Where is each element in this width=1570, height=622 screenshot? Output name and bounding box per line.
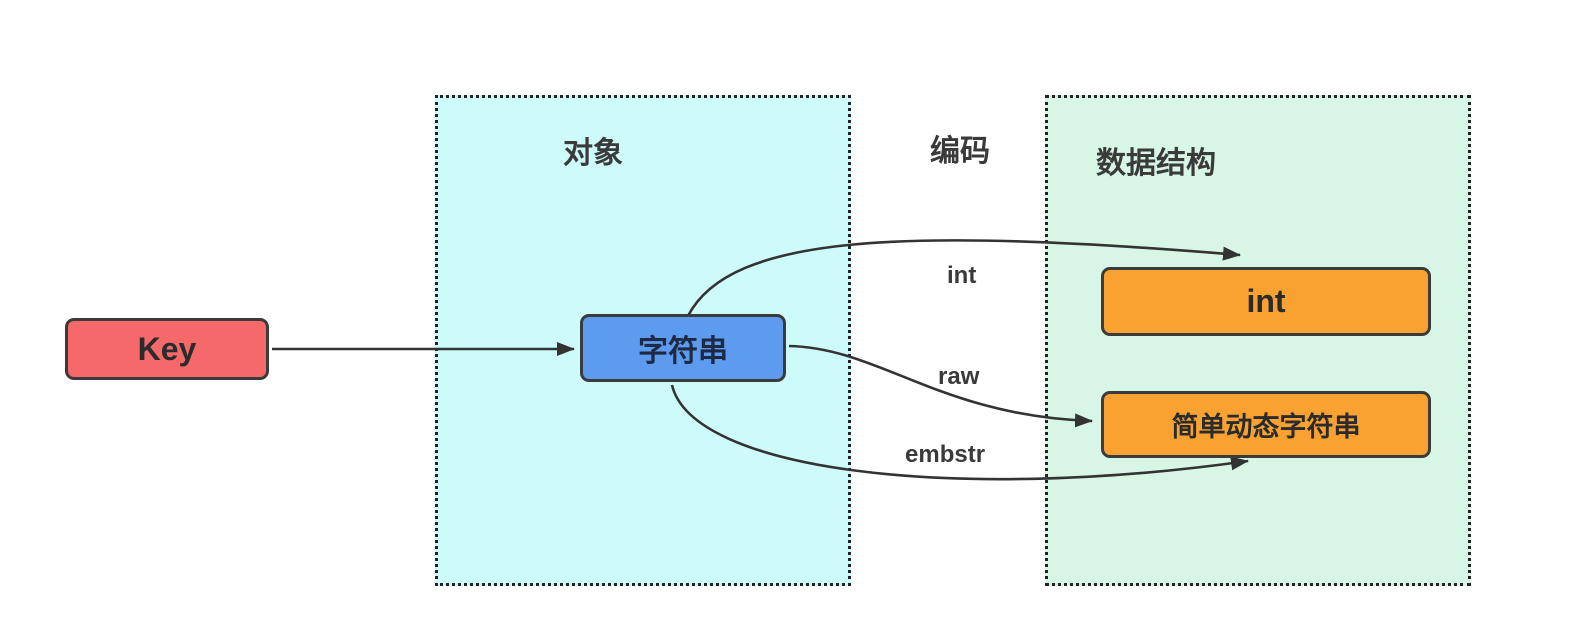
- object-group-title: 对象: [563, 137, 623, 170]
- edge-label-int: int: [947, 262, 977, 289]
- sds-node: 简单动态字符串: [1101, 391, 1431, 458]
- string-node: 字符串: [580, 314, 786, 382]
- structure-group-title: 数据结构: [1096, 147, 1216, 180]
- encoding-title: 编码: [930, 135, 990, 168]
- structure-group-container: 数据结构: [1045, 95, 1471, 586]
- edge-label-raw: raw: [938, 363, 980, 390]
- edge-label-embstr: embstr: [905, 441, 986, 468]
- int-node: int: [1101, 267, 1431, 336]
- key-node: Key: [65, 318, 269, 380]
